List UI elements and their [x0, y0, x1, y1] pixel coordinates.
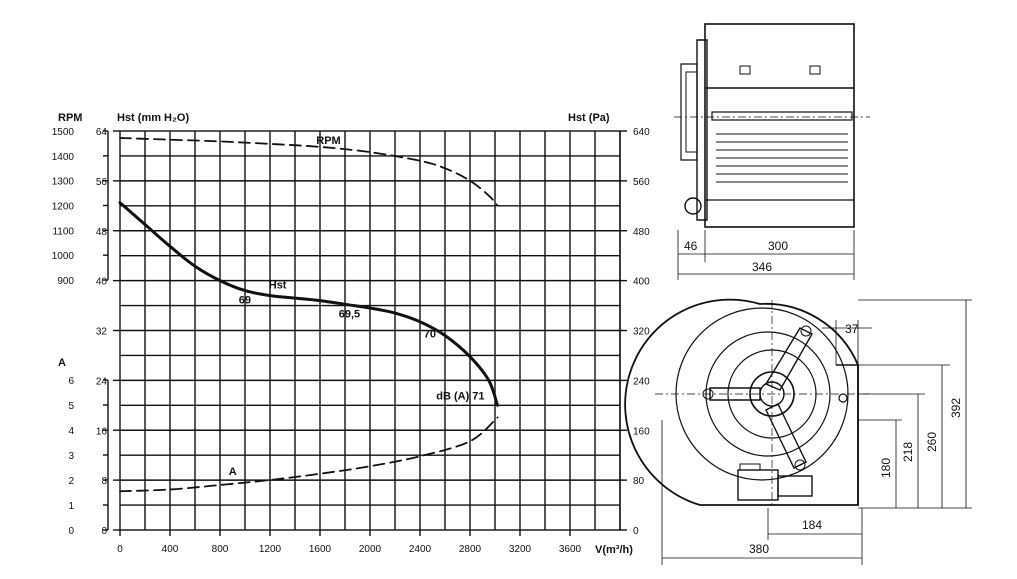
tick-label-hst-mm: 48 [96, 227, 108, 238]
chart-grid [119, 130, 621, 531]
series-line-a [119, 416, 499, 493]
annotation-label: 69,5 [339, 308, 360, 320]
tick-label-flow: 2800 [459, 544, 482, 555]
dim-346: 346 [752, 260, 772, 274]
tick-label-hst-pa: 80 [633, 476, 645, 487]
tick-label-hst-mm: 56 [96, 177, 108, 188]
tick-label-rpm: 900 [57, 276, 74, 287]
tick-label-hst-pa: 400 [633, 277, 650, 288]
tick-label-flow: 800 [212, 544, 229, 555]
tick-label-hst-mm: 40 [96, 277, 108, 288]
motor-support-arms [702, 325, 813, 471]
axis-title-hst-pa: Hst (Pa) [568, 112, 610, 124]
dim-37: 37 [845, 322, 859, 336]
tick-label-flow: 400 [162, 544, 179, 555]
tick-label-amp: 0 [68, 526, 74, 537]
tick-label-hst-pa: 640 [633, 127, 650, 138]
dim-260: 260 [925, 432, 939, 452]
tick-label-hst-pa: 320 [633, 327, 650, 338]
dim-300: 300 [768, 239, 788, 253]
annotation-label: A [229, 466, 237, 478]
tick-label-amp: 6 [68, 376, 74, 387]
tick-label-hst-pa: 240 [633, 376, 650, 387]
tick-label-rpm: 1300 [52, 177, 75, 188]
dim-180: 180 [879, 458, 893, 478]
tick-label-rpm: 1100 [52, 226, 74, 237]
tick-label-hst-pa: 560 [633, 177, 650, 188]
tick-label-flow: 1600 [309, 544, 332, 555]
tick-label-amp: 5 [68, 401, 74, 412]
annotation-label: 69 [239, 295, 251, 307]
tick-label-flow: 1200 [259, 544, 282, 555]
tick-label-amp: 1 [68, 501, 74, 512]
tick-label-hst-mm: 8 [101, 476, 107, 487]
tick-label-flow: 2000 [359, 544, 382, 555]
tick-label-hst-pa: 480 [633, 227, 650, 238]
chart-ticks: 0816243240485664080160240320400480560640… [52, 127, 650, 555]
tick-label-hst-mm: 16 [96, 426, 108, 437]
annotation-label: RPM [316, 135, 340, 147]
axis-title-rpm: RPM [58, 112, 82, 124]
side-view-drawing: 46 300 346 [674, 23, 870, 280]
tick-label-hst-pa: 0 [633, 526, 639, 537]
annotation-label: 70 [424, 328, 436, 340]
dim-380: 380 [749, 542, 769, 556]
chart-series [118, 137, 499, 493]
tick-label-hst-mm: 64 [96, 127, 108, 138]
tick-label-amp: 4 [68, 426, 74, 437]
performance-chart: 0816243240485664080160240320400480560640… [52, 112, 650, 556]
tick-label-hst-mm: 0 [101, 526, 107, 537]
tick-label-rpm: 1000 [52, 251, 75, 262]
tick-label-rpm: 1200 [52, 202, 75, 213]
tick-label-hst-mm: 24 [96, 376, 108, 387]
dim-218: 218 [901, 442, 915, 462]
tick-label-flow: 2400 [409, 544, 432, 555]
dim-392: 392 [949, 398, 963, 418]
tick-label-flow: 0 [117, 544, 123, 555]
tick-label-rpm: 1400 [52, 152, 75, 163]
axis-title-hst-mm: Hst (mm H₂O) [117, 112, 189, 124]
tick-label-amp: 2 [68, 476, 74, 487]
tick-label-flow: 3200 [509, 544, 532, 555]
axis-title-flow: V(m³/h) [595, 544, 633, 556]
tick-label-amp: 3 [68, 451, 74, 462]
chart-annotations: RPM Hst 69 69,5 70 dB (A) 71 A [229, 135, 485, 478]
tick-label-flow: 3600 [559, 544, 582, 555]
side-view-wheel [711, 111, 853, 183]
dim-184: 184 [802, 518, 822, 532]
annotation-label: dB (A) 71 [436, 391, 484, 403]
series-line-rpm [119, 137, 499, 207]
annotation-label: Hst [269, 280, 287, 292]
tick-label-rpm: 1500 [52, 127, 75, 138]
tick-label-hst-mm: 32 [96, 327, 108, 338]
tick-label-hst-pa: 160 [633, 426, 650, 437]
capacitor-box [737, 463, 813, 501]
axis-title-amp: A [58, 357, 66, 369]
front-view-drawing: 37 180 218 260 392 184 380 [624, 298, 972, 565]
series-line-hst [118, 201, 499, 407]
dim-46: 46 [684, 239, 698, 253]
